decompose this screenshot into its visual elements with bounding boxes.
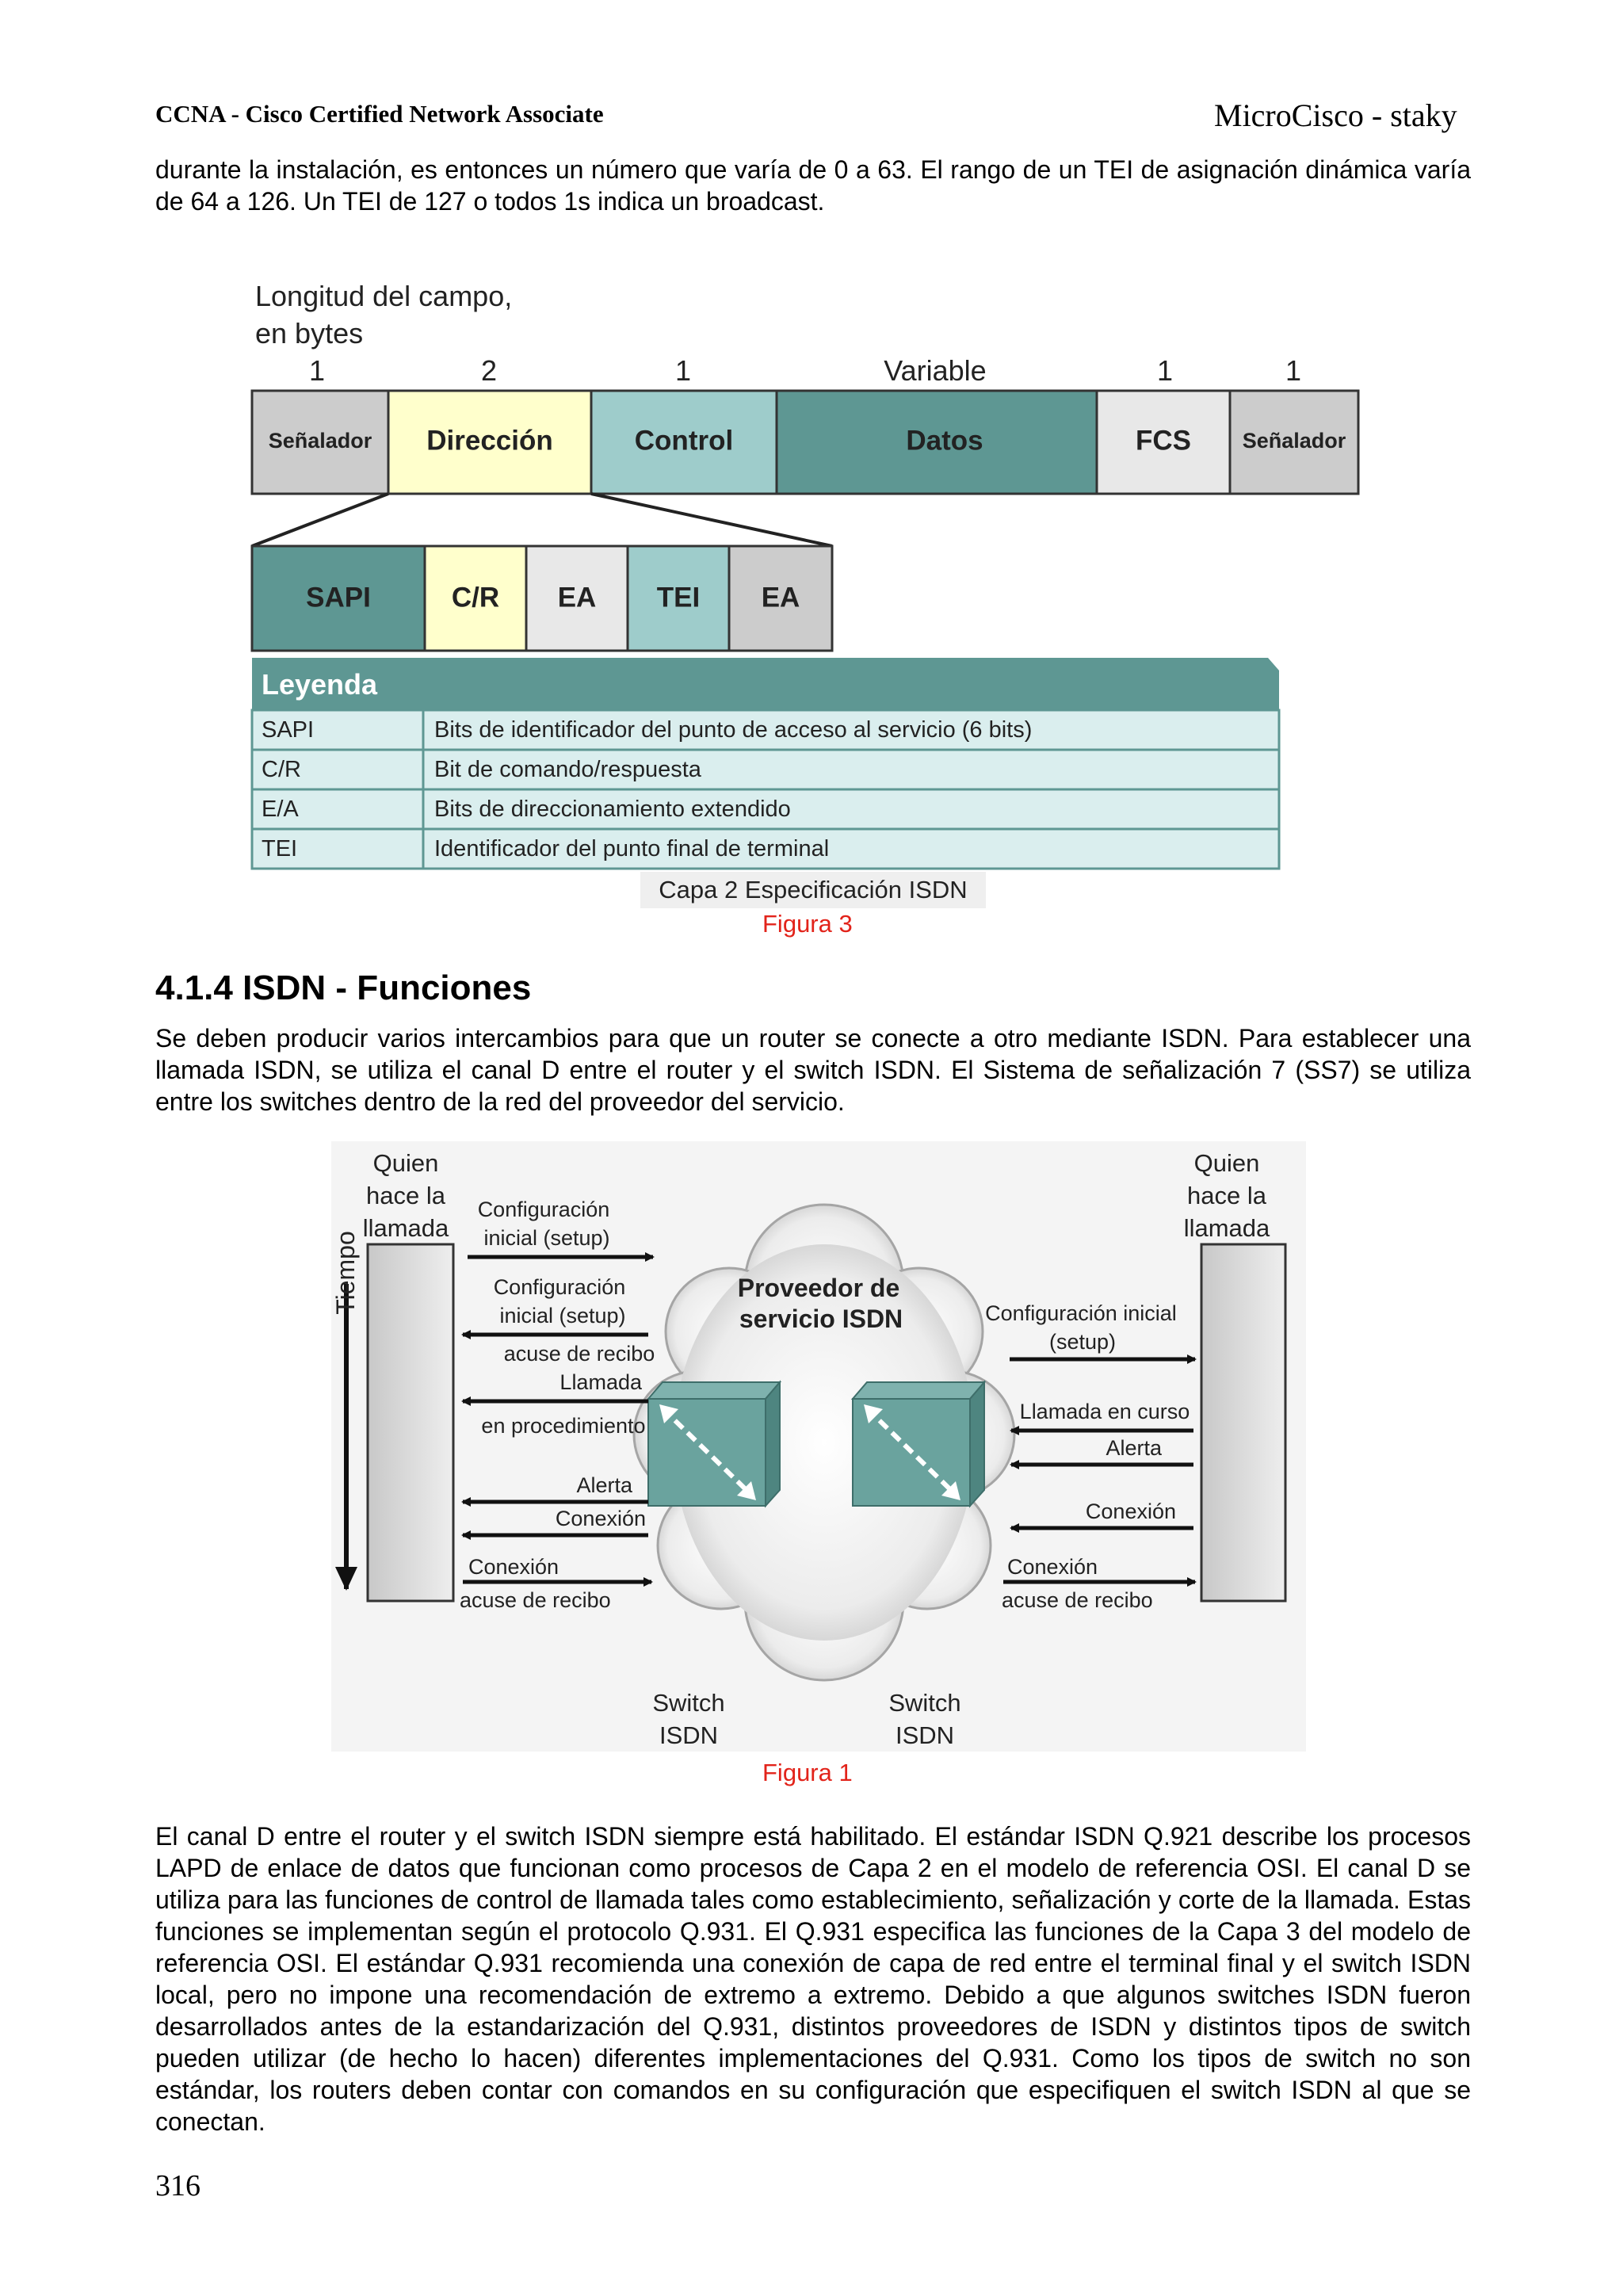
time-label: Tiempo <box>331 1231 360 1315</box>
msg-label: inicial (setup) <box>483 1226 609 1250</box>
switch-left-label: Switch <box>652 1689 724 1717</box>
caller-right-label: hace la <box>1187 1182 1267 1209</box>
figure-1-caption: Figura 1 <box>762 1759 853 1787</box>
msg-label: acuse de recibo <box>1002 1588 1153 1612</box>
caller-right-label: Quien <box>1194 1149 1260 1177</box>
switch-right-label: Switch <box>888 1689 960 1717</box>
caller-left-label: llamada <box>363 1214 449 1242</box>
d-channel-paragraph: El canal D entre el router y el switch I… <box>155 1820 1471 2137</box>
msg-label: Alerta <box>1106 1436 1163 1460</box>
switch-left-icon <box>648 1382 780 1506</box>
switch-right-label: ISDN <box>896 1721 954 1749</box>
caller-left-label: Quien <box>373 1149 439 1177</box>
page-number: 316 <box>155 2168 200 2203</box>
switch-left-label: ISDN <box>659 1721 718 1749</box>
msg-label: Configuración inicial <box>985 1301 1177 1325</box>
msg-label: inicial (setup) <box>499 1304 625 1328</box>
msg-label: Llamada <box>559 1370 643 1394</box>
cloud-title: Proveedor de <box>738 1274 900 1302</box>
msg-label: acuse de recibo <box>460 1588 611 1612</box>
cloud-title: servicio ISDN <box>739 1305 903 1333</box>
msg-label: Configuración <box>478 1198 610 1221</box>
msg-label: en procedimiento <box>481 1414 645 1438</box>
msg-label: Conexión <box>556 1507 646 1530</box>
msg-label: Conexión <box>1086 1499 1176 1523</box>
msg-label: (setup) <box>1049 1330 1116 1354</box>
msg-label: Conexión <box>1007 1555 1098 1579</box>
caller-right-bar <box>1201 1244 1285 1601</box>
msg-label: Alerta <box>576 1473 633 1497</box>
caller-left-label: hace la <box>366 1182 446 1209</box>
caller-right-label: llamada <box>1184 1214 1270 1242</box>
msg-label: acuse de recibo <box>504 1342 655 1366</box>
switch-right-icon <box>853 1382 984 1506</box>
msg-label: Configuración <box>494 1275 626 1299</box>
figure-1-isdn-call-setup: Tiempo Quien hace la llamada Quien hace … <box>0 0 1623 1775</box>
msg-label: Llamada en curso <box>1020 1400 1190 1423</box>
caller-left-bar <box>368 1244 453 1601</box>
msg-label: Conexión <box>468 1555 559 1579</box>
